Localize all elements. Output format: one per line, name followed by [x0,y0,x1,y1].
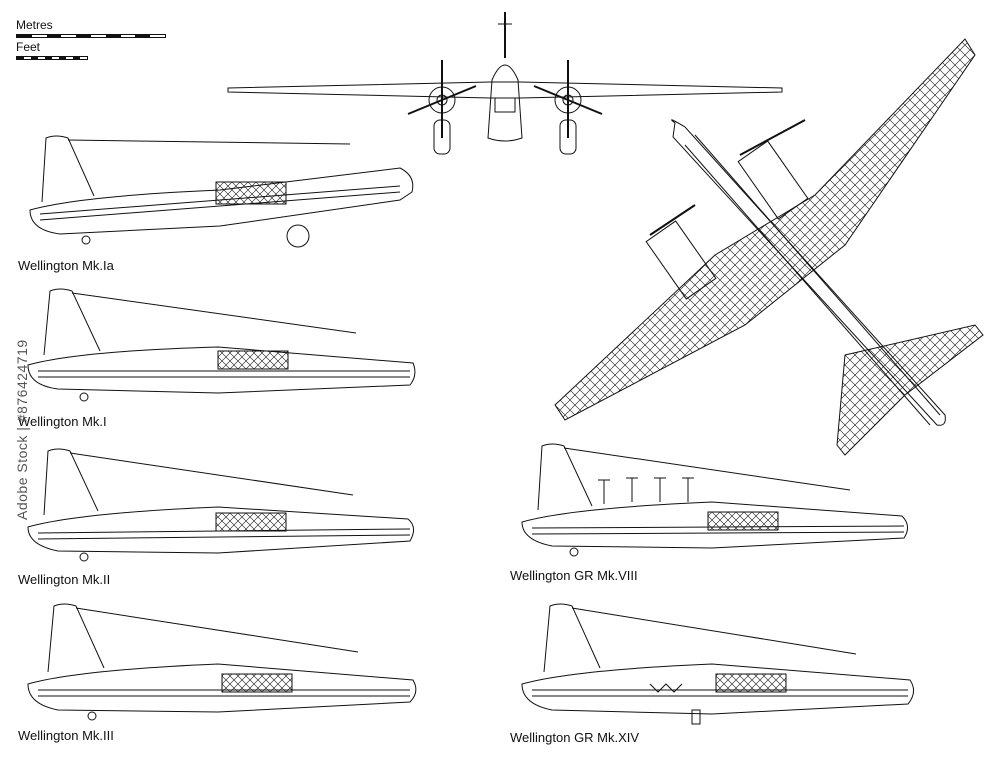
stock-watermark: Adobe Stock | #876424719 [14,339,30,520]
side-view-gr-viii [521,443,908,557]
label-gr-viii: Wellington GR Mk.VIII [510,568,638,583]
side-view-gr-xiv [521,603,914,725]
label-mk-iii: Wellington Mk.III [18,728,114,743]
feet-scale-bar [16,56,88,60]
label-mk-i: Wellington Mk.I [18,414,107,429]
side-view-mk-ia [29,135,414,248]
side-view-mk-ii [27,448,414,562]
side-view-mk-iii [27,603,417,721]
right-engine [533,60,603,155]
side-view-mk-i [27,288,416,402]
front-view-drawing [227,12,783,155]
feet-scale-label: Feet [16,40,41,54]
label-mk-ii: Wellington Mk.II [18,572,111,587]
label-mk-ia: Wellington Mk.Ia [18,258,114,273]
label-gr-xiv: Wellington GR Mk.XIV [510,730,640,745]
metres-scale-bar [16,34,166,38]
left-engine [407,60,477,155]
top-view-drawing [554,38,984,456]
metres-scale-label: Metres [16,18,53,32]
